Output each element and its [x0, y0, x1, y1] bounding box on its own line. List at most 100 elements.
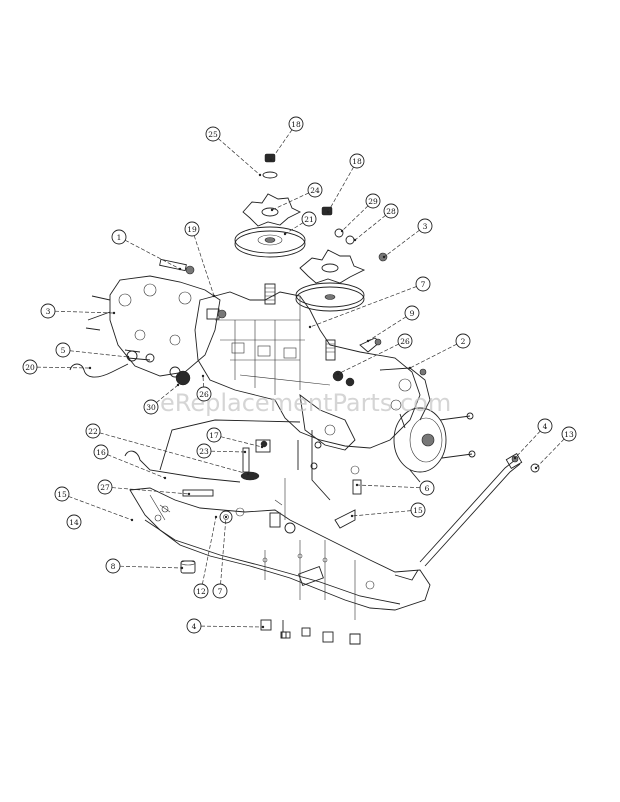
leader-arrowhead: [243, 450, 247, 454]
leader-line: [54, 310, 115, 314]
callout-number: 4: [543, 422, 548, 431]
callout-number: 4: [192, 622, 197, 631]
leader-arrowhead: [88, 366, 92, 370]
leader-lines: [36, 129, 565, 629]
callout-26: 26: [196, 386, 212, 402]
callout-number: 5: [61, 346, 66, 355]
callout-balloon: [111, 229, 127, 245]
callout-balloon: [561, 426, 577, 442]
callout-number: 30: [146, 403, 156, 412]
leader-line: [271, 192, 309, 211]
callout-26: 26: [397, 333, 413, 349]
leader-arrowhead: [366, 339, 370, 343]
callout-16: 16: [93, 444, 109, 460]
callout-4: 4: [186, 618, 202, 634]
leader-arrowhead: [408, 366, 412, 370]
callout-balloon: [97, 479, 113, 495]
callout-number: 26: [199, 390, 209, 399]
callout-balloon: [307, 182, 323, 198]
leader-arrowhead: [269, 158, 273, 162]
callout-number: 3: [423, 222, 428, 231]
leader-arrowhead: [126, 355, 130, 359]
callout-number: 26: [400, 337, 410, 346]
leader-arrowhead: [350, 514, 354, 518]
callout-20: 20: [22, 359, 38, 375]
callout-balloon: [301, 211, 317, 227]
callout-balloon: [419, 480, 435, 496]
leader-line: [356, 484, 421, 489]
callout-number: 29: [368, 197, 378, 206]
callout-balloon: [193, 583, 209, 599]
callout-number: 28: [386, 207, 396, 216]
leader-line: [107, 454, 166, 479]
callout-number: 16: [96, 448, 106, 457]
leader-line: [270, 129, 293, 161]
callout-number: 13: [564, 430, 574, 439]
leader-arrowhead: [163, 476, 167, 480]
callout-number: 9: [410, 309, 415, 318]
leader-arrowhead: [340, 229, 344, 233]
leader-arrowhead: [112, 311, 116, 315]
callout-number: 8: [111, 562, 116, 571]
leader-line: [119, 565, 183, 569]
leader-line: [69, 350, 129, 358]
callout-balloon: [212, 583, 228, 599]
callout-7: 7: [415, 276, 431, 292]
callout-number: 18: [352, 157, 362, 166]
leader-line: [220, 436, 263, 448]
leader-line: [156, 384, 179, 403]
callout-number: 20: [25, 363, 35, 372]
callout-number: 24: [310, 186, 320, 195]
callout-balloon: [397, 333, 413, 349]
leader-arrowhead: [130, 518, 134, 522]
leader-line: [351, 510, 412, 517]
callout-22: 22: [85, 423, 101, 439]
leader-line: [202, 516, 217, 585]
callout-1: 1: [111, 229, 127, 245]
callout-number: 15: [413, 506, 423, 515]
callout-number: 3: [46, 307, 51, 316]
callout-3: 3: [40, 303, 56, 319]
callout-6: 6: [419, 480, 435, 496]
leader-line: [309, 286, 417, 328]
wheel-hub: [379, 367, 476, 483]
callout-27: 27: [97, 479, 113, 495]
leader-arrowhead: [382, 255, 386, 259]
callout-balloon: [186, 618, 202, 634]
loose-hardware: [180, 540, 361, 645]
leader-line: [200, 625, 264, 628]
leader-arrowhead: [261, 625, 265, 629]
callout-19: 19: [184, 221, 200, 237]
callout-number: 21: [304, 215, 314, 224]
shift-linkage: [124, 419, 362, 501]
leader-line: [111, 487, 190, 495]
upper-pulley-assembly: [234, 153, 306, 305]
leader-arrowhead: [534, 466, 538, 470]
callout-balloon: [205, 126, 221, 142]
callout-balloon: [105, 558, 121, 574]
leader-line: [99, 432, 249, 475]
callout-23: 23: [196, 443, 212, 459]
callout-balloon: [85, 423, 101, 439]
callout-18: 18: [288, 116, 304, 132]
callout-18: 18: [349, 153, 365, 169]
callout-balloon: [196, 386, 212, 402]
leader-arrowhead: [326, 210, 330, 214]
callout-balloon: [349, 153, 365, 169]
callout-balloon: [415, 276, 431, 292]
leader-arrowhead: [260, 445, 264, 449]
callout-number: 15: [57, 490, 67, 499]
callout-21: 21: [301, 211, 317, 227]
callout-balloon: [206, 427, 222, 443]
axle-rod: [419, 453, 540, 567]
leader-arrowhead: [336, 372, 340, 376]
leader-line: [68, 496, 133, 521]
leader-arrowhead: [214, 515, 218, 519]
callout-24: 24: [307, 182, 323, 198]
leader-line: [220, 516, 227, 585]
callout-13: 13: [561, 426, 577, 442]
left-side-plate: [69, 258, 227, 386]
callout-3: 3: [417, 218, 433, 234]
